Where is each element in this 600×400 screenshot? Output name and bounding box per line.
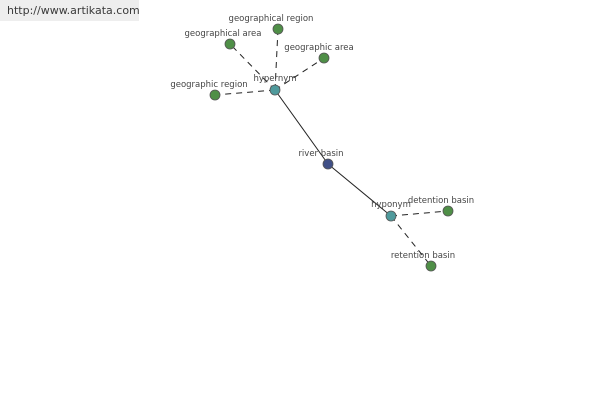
node-river-basin[interactable]	[322, 158, 334, 170]
graph-edges	[214, 28, 449, 267]
node-label-river-basin: river basin	[298, 149, 343, 159]
node-label-geographical-area: geographical area	[185, 29, 262, 39]
node-geographic-area[interactable]	[318, 52, 330, 64]
edge-hyponym-to-detention-basin	[390, 210, 449, 217]
edge-hypernym-to-geographic-area	[274, 57, 325, 91]
node-hyponym[interactable]	[385, 210, 397, 222]
graph-nodes	[209, 23, 454, 272]
node-label-hyponym: hyponym	[371, 200, 411, 210]
node-geographic-region[interactable]	[209, 89, 221, 101]
node-label-hypernym: hypernym	[253, 74, 296, 84]
node-geographical-region[interactable]	[272, 23, 284, 35]
edge-hypernym-to-geographic-region	[214, 89, 276, 96]
node-label-geographic-region: geographic region	[170, 80, 247, 90]
node-label-detention-basin: detention basin	[408, 196, 474, 206]
edge-river-basin-to-hypernym	[274, 89, 329, 165]
watermark-url: http://www.artikata.com	[0, 0, 140, 21]
node-geographical-area[interactable]	[224, 38, 236, 50]
edge-river-basin-to-hyponym	[327, 163, 392, 217]
node-label-geographical-region: geographical region	[229, 14, 314, 24]
node-label-retention-basin: retention basin	[391, 251, 455, 261]
node-retention-basin[interactable]	[425, 260, 437, 272]
node-hypernym[interactable]	[269, 84, 281, 96]
node-label-geographic-area: geographic area	[284, 43, 353, 53]
node-detention-basin[interactable]	[442, 205, 454, 217]
graph-labels: river basin hypernym hyponym geographical r…	[170, 14, 474, 261]
